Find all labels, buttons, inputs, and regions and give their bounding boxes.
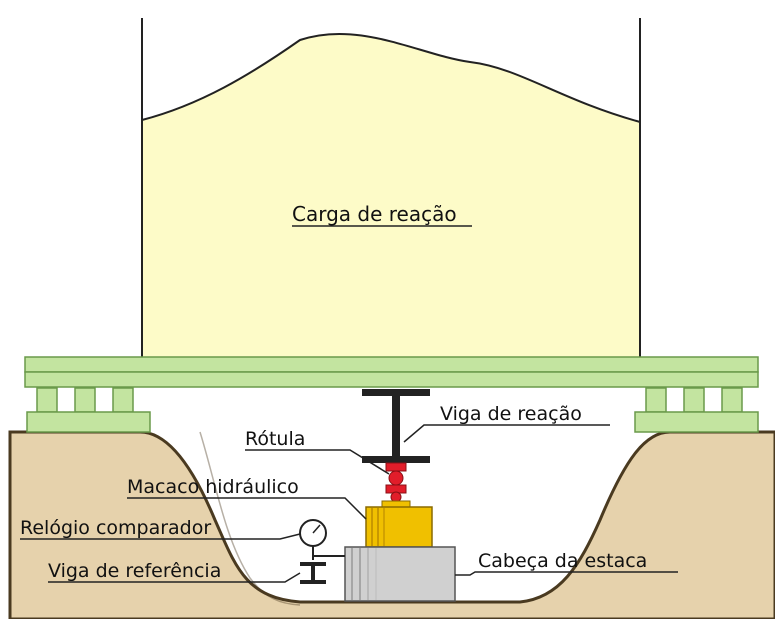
left-support-base	[26, 411, 151, 433]
reaction-load-body	[141, 32, 641, 359]
ref-beam-leader	[48, 572, 301, 583]
hinge-ball	[388, 470, 404, 486]
label-carga-de-reacao: Carga de reação	[292, 202, 457, 226]
pile-head-leader	[455, 571, 678, 576]
dial-gauge-needle	[312, 524, 321, 534]
reference-beam-web	[311, 566, 315, 580]
right-support-block-2	[683, 387, 705, 413]
hinge-top-plate	[385, 462, 407, 472]
label-viga-de-reacao: Viga de reação	[440, 403, 582, 425]
reference-beam-bottom	[300, 580, 326, 584]
reaction-beam-bottom-flange	[362, 456, 430, 463]
label-viga-de-referencia: Viga de referência	[48, 560, 222, 582]
hinge-leader	[245, 449, 390, 475]
jack-body	[365, 506, 433, 548]
left-support-block-3	[112, 387, 134, 413]
reference-beam-top	[300, 562, 326, 566]
pile-head-block	[344, 546, 456, 602]
support-platform-top	[24, 356, 759, 373]
dial-leader	[20, 533, 301, 540]
left-support-block-2	[74, 387, 96, 413]
left-support-block-1	[36, 387, 58, 413]
right-support-block-3	[721, 387, 743, 413]
support-platform-bottom	[24, 371, 759, 388]
jack-leader	[127, 497, 367, 520]
right-support-block-1	[645, 387, 667, 413]
reaction-beam-top-flange	[362, 389, 430, 396]
label-macaco-hidraulico: Macaco hidráulico	[127, 476, 299, 498]
jack-ram	[381, 500, 411, 508]
label-rotula: Rótula	[245, 428, 306, 450]
excavation-inner-edge	[199, 431, 301, 606]
right-support-base	[634, 411, 759, 433]
reaction-beam-web	[392, 396, 400, 456]
label-cabeca-da-estaca: Cabeça da estaca	[478, 550, 648, 572]
label-relogio-comparador: Relógio comparador	[20, 517, 212, 539]
beam-leader	[403, 424, 610, 443]
